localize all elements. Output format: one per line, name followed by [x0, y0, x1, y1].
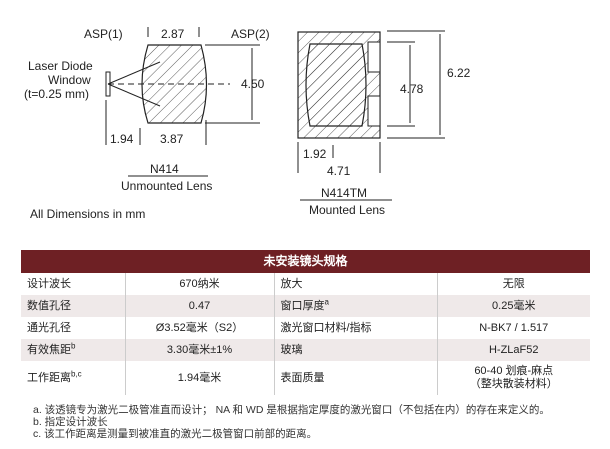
- window-label-2: Window: [48, 73, 91, 87]
- spec-label: 放大: [273, 273, 437, 295]
- mounted-dim-inner: 4.78: [400, 82, 424, 96]
- mounted-caption: Mounted Lens: [309, 203, 385, 217]
- dim-height: 4.50: [241, 77, 265, 91]
- mounted-dim-front: 1.92: [303, 147, 327, 161]
- asp2-label: ASP(2): [231, 27, 270, 41]
- dim-length: 3.87: [160, 132, 184, 146]
- dim-top: 2.87: [161, 27, 185, 41]
- spec-value: 无限: [436, 273, 590, 295]
- spec-label: 表面质量: [273, 361, 437, 395]
- footnote-ref: b,c: [71, 368, 82, 378]
- unmounted-part: N414: [150, 162, 179, 176]
- lens-drawing: ASP(1) ASP(2) 2.87 4.50 Laser Diode Wind…: [24, 27, 471, 221]
- spec-label: 窗口厚度a: [273, 295, 437, 317]
- spec-label-text: 有效焦距: [27, 343, 71, 356]
- spec-label: 玻璃: [273, 339, 437, 361]
- spec-value: 3.30毫米±1%: [124, 339, 274, 361]
- mounted-dim-length: 4.71: [327, 164, 351, 178]
- table-title: 未安装镜头规格: [21, 250, 590, 273]
- spec-value: 670纳米: [124, 273, 274, 295]
- spec-label: 有效焦距b: [21, 339, 125, 361]
- spec-value-line: （整块散装材料）: [469, 378, 558, 390]
- spec-value: 0.47: [124, 295, 274, 317]
- footnote-b: b. 指定设计波长: [33, 416, 108, 428]
- unmounted-lens: ASP(1) ASP(2) 2.87 4.50 Laser Diode Wind…: [24, 27, 270, 221]
- mounted-dim-height: 6.22: [447, 66, 471, 80]
- spec-value: 60-40 划痕-麻点（整块散装材料）: [436, 361, 590, 395]
- footnote-ref: b: [71, 340, 76, 350]
- spec-value: Ø3.52毫米（S2）: [124, 317, 274, 339]
- spec-value: H-ZLaF52: [436, 339, 590, 361]
- spec-label: 通光孔径: [21, 317, 125, 339]
- dim-wd: 1.94: [110, 132, 134, 146]
- spec-value: 1.94毫米: [124, 361, 274, 395]
- spec-label: 工作距离b,c: [21, 361, 125, 395]
- spec-label-text: 工作距离: [27, 371, 71, 384]
- asp1-label: ASP(1): [84, 27, 123, 41]
- window-label-1: Laser Diode: [28, 59, 93, 73]
- footnotes: a. 该透镜专为激光二极管准直而设计； NA 和 WD 是根据指定厚度的激光窗口…: [33, 404, 550, 440]
- spec-label-text: 窗口厚度: [280, 299, 325, 312]
- window-label-3: (t=0.25 mm): [24, 87, 89, 101]
- spec-value: N-BK7 / 1.517: [436, 317, 590, 339]
- spec-label: 数值孔径: [21, 295, 125, 317]
- mounted-lens: 4.78 6.22 1.92 4.71 N414TM Mounted Lens: [297, 30, 471, 217]
- spec-value: 0.25毫米: [436, 295, 590, 317]
- footnote-ref: a: [324, 296, 329, 306]
- spec-label: 设计波长: [21, 273, 125, 295]
- footnote-c: c. 该工作距离是测量到被准直的激光二极管窗口前部的距离。: [33, 428, 318, 440]
- unmounted-caption: Unmounted Lens: [121, 179, 212, 193]
- spec-value-line: 60-40 划痕-麻点: [474, 365, 554, 377]
- units-note: All Dimensions in mm: [30, 207, 145, 221]
- spec-label: 激光窗口材料/指标: [273, 317, 437, 339]
- mounted-part: N414TM: [321, 186, 367, 200]
- footnote-a: a. 该透镜专为激光二极管准直而设计； NA 和 WD 是根据指定厚度的激光窗口…: [33, 404, 550, 416]
